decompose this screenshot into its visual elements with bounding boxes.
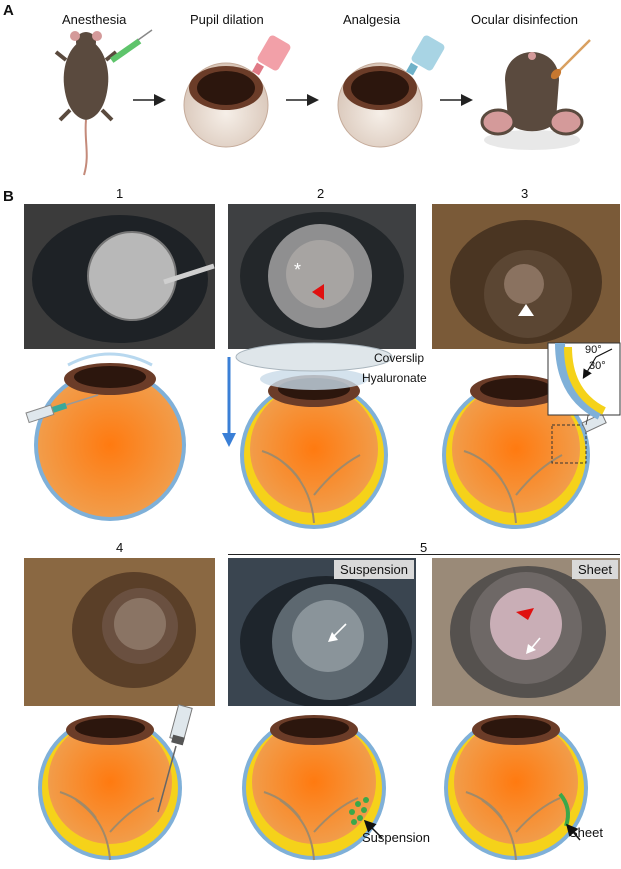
step-number-1: 1 [116,186,124,201]
sheet-callout-label: Sheet [569,825,603,840]
coverslip-label: Coverslip [374,351,425,365]
eye-illustration-3 [442,342,621,529]
red-arrowhead-marker [312,284,324,300]
suspension-callout-label: Suspension [362,830,430,845]
zoom-box [551,424,587,464]
photo-step-5-sheet: Sheet [432,558,620,706]
eye-dilation-icon [183,35,291,148]
photo-step-3 [432,204,620,349]
panel-letter-b: B [3,188,14,205]
eye-illustration-5-sheet [444,715,588,861]
step-5-bracket-line [228,554,620,555]
step-pupil-dilation-label: Pupil dilation [190,12,264,27]
tag-sheet: Sheet [572,560,618,579]
syringe-icon [157,704,193,813]
eye-illustration-4 [38,704,193,861]
angle-30-label: 30° [589,360,606,372]
step-analgesia-label: Analgesia [343,12,401,27]
suspension-cells-marker [349,797,369,825]
angle-90-label: 90° [585,344,602,356]
sheet-graft-marker [558,792,570,827]
photo-step-1 [24,204,215,349]
step-number-5: 5 [420,540,428,555]
photo-step-5-suspension: Suspension [228,558,416,706]
coverslip-shape [235,342,393,372]
photo-step-4 [24,558,215,706]
needle-icon [25,394,99,424]
eye-illustrations-row-2 [38,704,588,861]
step-ocular-disinfection-label: Ocular disinfection [471,12,578,27]
mouse-anesthesia-icon [54,29,153,176]
eye-analgesia-icon [337,35,445,148]
step-number-4: 4 [116,540,124,555]
asterisk-marker: * [294,260,301,280]
step-number-2: 2 [317,186,325,201]
eye-illustration-2 [235,342,393,529]
white-arrowhead-marker [518,304,534,316]
hyaluronate-label: Hyaluronate [362,371,427,385]
hyaluronate-layer [260,368,368,390]
tag-suspension: Suspension [334,560,414,579]
step-anesthesia-label: Anesthesia [62,12,127,27]
photo-step-2: * [228,204,416,349]
panel-a-illustrations [54,29,591,176]
mouse-head-disinfection-icon [480,39,591,150]
cannula-icon [581,413,607,433]
eye-illustration-1 [25,352,186,521]
red-arrowhead-sheet [516,608,534,620]
eye-illustration-5-suspension [242,715,386,861]
eye-illustrations-row-1 [25,342,621,529]
step-number-3: 3 [521,186,529,201]
panel-letter-a: A [3,2,14,19]
